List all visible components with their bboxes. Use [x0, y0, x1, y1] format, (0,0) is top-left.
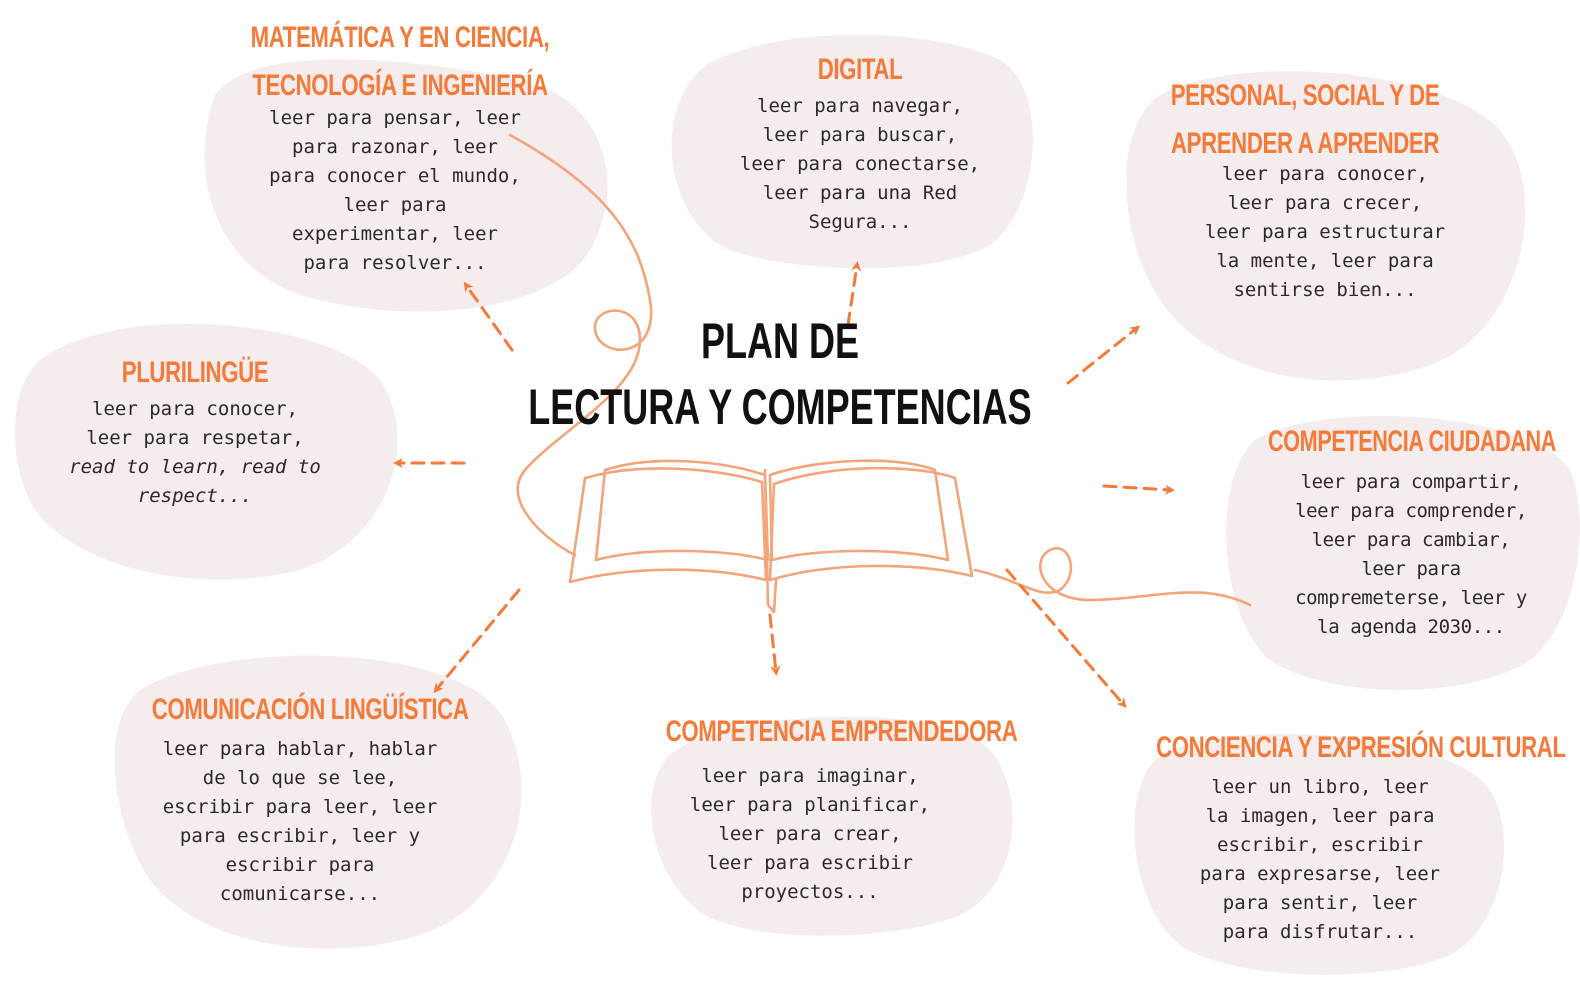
arrow-to-personal: [1066, 325, 1141, 385]
node-ciudadana-body-line: la agenda 2030...: [1317, 616, 1505, 638]
blob-emprendedora: [651, 716, 1013, 936]
node-ciudadana-body-line: leer para compartir,: [1300, 471, 1522, 493]
arrow-to-linguistica: [433, 588, 521, 694]
node-linguistica-title-line-1: COMUNICACIÓN LINGÜÍSTICA: [151, 693, 469, 726]
node-personal-body-line: leer para estructurar: [1204, 221, 1446, 243]
node-ciudadana-body: leer para compartir, leer para comprende…: [1250, 468, 1572, 642]
node-digital-title-line-1: DIGITAL: [817, 53, 903, 86]
node-matematica-title-line-2: TECNOLOGÍA E INGENIERÍA: [252, 69, 548, 102]
node-digital-body-line: leer para buscar,: [762, 124, 958, 146]
node-matematica-body-line: leer para pensar, leer: [269, 107, 521, 129]
blob-plurilingue: [14, 323, 398, 580]
node-matematica-body-line: para resolver...: [303, 252, 487, 274]
node-personal-title: PERSONAL, SOCIAL Y DE APRENDER A APRENDE…: [1164, 72, 1445, 168]
node-cultural-body-line: escribir, escribir: [1217, 834, 1423, 856]
node-ciudadana-body-line: leer para: [1361, 558, 1461, 580]
node-emprendedora-body-line: leer para escribir: [707, 852, 913, 874]
node-cultural-body-line: leer un libro, leer: [1211, 776, 1429, 798]
blob-matematica: [204, 59, 608, 312]
node-linguistica-body-line: escribir para: [225, 854, 375, 876]
node-linguistica-body-line: para escribir, leer y: [179, 825, 421, 847]
node-emprendedora-body: leer para imaginar, leer para planificar…: [645, 762, 975, 907]
node-emprendedora-body-line: leer para planificar,: [689, 794, 931, 816]
node-matematica-body-line: experimentar, leer: [292, 223, 498, 245]
node-emprendedora-body-line: leer para imaginar,: [701, 765, 919, 787]
book-outline-right: [768, 459, 950, 562]
node-cultural-body: leer un libro, leer la imagen, leer para…: [1155, 773, 1485, 947]
node-cultural-title-line-1: CONCIENCIA Y EXPRESIÓN CULTURAL: [1156, 731, 1566, 764]
node-personal-body-line: sentirse bien...: [1233, 279, 1417, 301]
node-emprendedora-title: COMPETENCIA EMPRENDEDORA: [665, 715, 1018, 748]
node-digital-title: DIGITAL: [786, 55, 934, 85]
arrow-to-digital: [846, 261, 862, 327]
arrow-to-emprendedora: [768, 613, 781, 676]
book-outline-right-back: [768, 466, 974, 582]
node-ciudadana-title-line-1: COMPETENCIA CIUDADANA: [1268, 425, 1557, 458]
node-plurilingue-body-line: read to learn, read to: [69, 456, 321, 478]
node-matematica-title-line-1: MATEMÁTICA Y EN CIENCIA,: [250, 21, 550, 54]
blob-cultural: [1134, 733, 1505, 975]
node-personal-body-line: la mente, leer para: [1216, 250, 1434, 272]
node-digital-body-line: Segura...: [808, 211, 912, 233]
node-ciudadana-body-line: leer para cambiar,: [1311, 529, 1511, 551]
node-digital-body: leer para navegar, leer para buscar, lee…: [695, 92, 1025, 237]
blob-linguistica: [114, 655, 522, 949]
blob-digital: [671, 34, 1033, 269]
node-plurilingue-title: PLURILINGÜE: [121, 358, 269, 388]
node-linguistica-title: COMUNICACIÓN LINGÜÍSTICA: [151, 693, 469, 726]
node-plurilingue-body-line: respect...: [137, 485, 253, 507]
node-linguistica-body-line: escribir para leer, leer: [162, 796, 438, 818]
node-plurilingue-body-line: leer para respetar,: [86, 427, 304, 449]
blob-ciudadana: [1226, 416, 1580, 690]
arrow-to-ciudadana: [1102, 484, 1175, 495]
node-plurilingue-body-line: leer para conocer,: [92, 398, 298, 420]
node-personal-body-line: leer para crecer,: [1227, 192, 1423, 214]
node-emprendedora-body-line: leer para crear,: [718, 823, 902, 845]
node-matematica-body: leer para pensar, leer para razonar, lee…: [230, 104, 560, 278]
thread-line: [508, 133, 1252, 607]
node-linguistica-body-line: leer para hablar, hablar: [162, 738, 438, 760]
center-title-line-2: LECTURA Y COMPETENCIAS: [528, 379, 1032, 435]
node-cultural-body-line: la imagen, leer para: [1205, 805, 1435, 827]
node-ciudadana-title: COMPETENCIA CIUDADANA: [1268, 425, 1557, 458]
node-personal-body: leer para conocer, leer para crecer, lee…: [1160, 160, 1490, 305]
node-plurilingue-title-line-1: PLURILINGÜE: [121, 356, 269, 389]
node-cultural-body-line: para disfrutar...: [1222, 921, 1418, 943]
node-cultural-body-line: para sentir, leer: [1222, 892, 1418, 914]
node-personal-title-line-1: PERSONAL, SOCIAL Y DE: [1170, 79, 1440, 112]
node-cultural-title: CONCIENCIA Y EXPRESIÓN CULTURAL: [1156, 731, 1566, 764]
book-outline-left-back: [568, 467, 768, 584]
node-cultural-body-line: para expresarse, leer: [1199, 863, 1441, 885]
arrow-to-cultural: [1005, 568, 1127, 709]
node-linguistica-body-line: comunicarse...: [219, 883, 381, 905]
node-ciudadana-body-line: compremeterse, leer y: [1295, 587, 1527, 609]
blob-personal: [1126, 71, 1526, 381]
center-title-line-1: PLAN DE: [700, 313, 860, 369]
book-spine: [763, 468, 778, 614]
node-digital-body-line: leer para navegar,: [757, 95, 963, 117]
node-emprendedora-title-line-1: COMPETENCIA EMPRENDEDORA: [665, 715, 1018, 748]
node-matematica-title: MATEMÁTICA Y EN CIENCIA, TECNOLOGÍA E IN…: [248, 14, 551, 110]
node-digital-body-line: leer para una Red: [762, 182, 958, 204]
node-matematica-body-line: para conocer el mundo,: [269, 165, 521, 187]
node-matematica-body-line: para razonar, leer: [292, 136, 498, 158]
node-linguistica-body-line: de lo que se lee,: [202, 767, 398, 789]
center-title: PLAN DE LECTURA Y COMPETENCIAS: [528, 308, 1032, 440]
node-emprendedora-body-line: proyectos...: [741, 881, 879, 903]
node-ciudadana-body-line: leer para comprender,: [1295, 500, 1527, 522]
node-plurilingue-body: leer para conocer, leer para respetar, r…: [30, 395, 360, 511]
node-linguistica-body: leer para hablar, hablar de lo que se le…: [125, 735, 475, 909]
arrow-to-matematica: [463, 281, 514, 352]
node-personal-title-line-2: APRENDER A APRENDER: [1170, 127, 1440, 160]
node-personal-body-line: leer para conocer,: [1222, 163, 1428, 185]
node-digital-body-line: leer para conectarse,: [739, 153, 981, 175]
node-matematica-body-line: leer para: [343, 194, 447, 216]
